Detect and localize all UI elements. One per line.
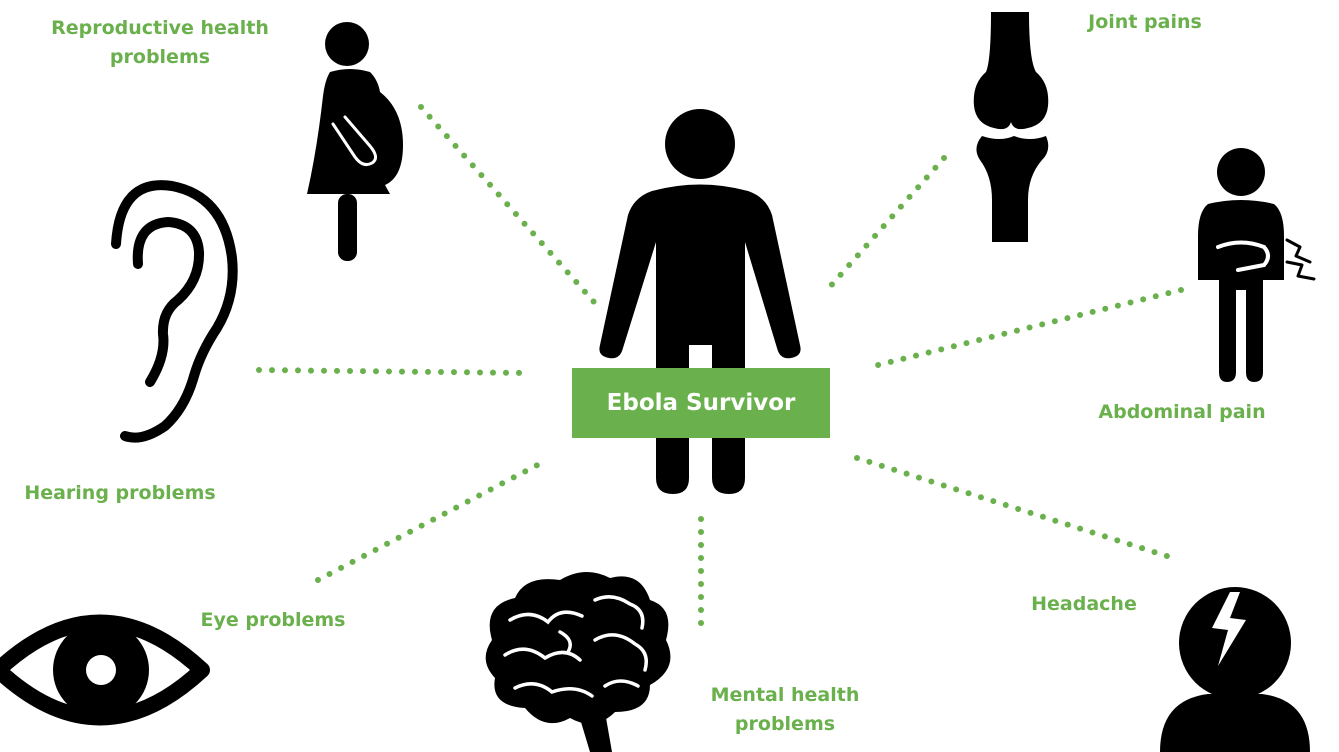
label-hearing: Hearing problems [4,479,236,508]
label-mental-health: Mental health problems [690,681,880,739]
connector-abdominal [867,287,1184,370]
brain-icon [485,571,671,752]
label-reproductive: Reproductive health problems [20,14,300,72]
person-icon [599,109,801,494]
label-line: Hearing problems [24,482,216,504]
connector-joint [825,155,947,292]
connector-headache [854,455,1173,560]
eye-icon [0,614,210,726]
label-line: Reproductive health [51,17,269,39]
pregnant-woman-icon [307,22,403,261]
connector-hearing [256,367,533,376]
label-eye: Eye problems [182,606,364,635]
label-joint-pains: Joint pains [1060,8,1230,37]
connector-reproductive [418,104,597,305]
label-line: problems [734,713,836,735]
label-headache: Headache [1012,590,1156,619]
connector-eye [315,458,548,583]
label-line: Abdominal pain [1098,401,1266,423]
connectors [256,104,1184,635]
label-line: Mental health [710,684,860,706]
label-abdominal: Abdominal pain [1070,398,1294,427]
ear-icon [111,180,238,443]
label-line: Eye problems [200,609,346,631]
label-line: Joint pains [1088,11,1202,33]
label-line: Headache [1031,593,1137,615]
stomach-ache-icon [1198,148,1316,382]
label-line: problems [109,46,211,68]
headache-icon [1160,587,1310,752]
knee-joint-icon [973,12,1049,242]
center-label: Ebola Survivor [606,390,796,416]
center-label-box: Ebola Survivor [572,368,830,438]
